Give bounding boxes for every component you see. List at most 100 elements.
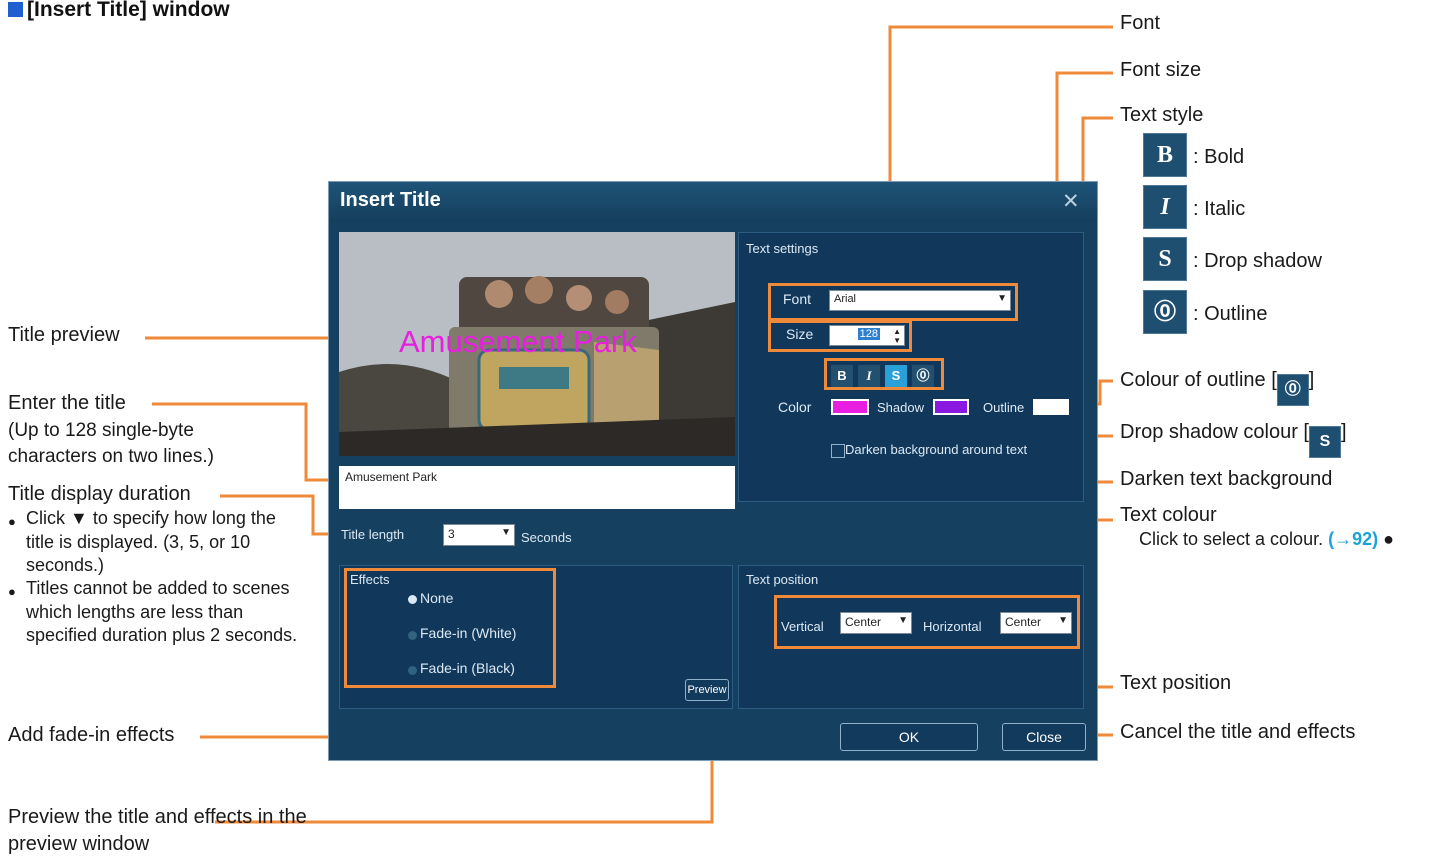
title-preview-image: Amusement Park [339, 232, 735, 456]
highlight-text-style [824, 358, 944, 390]
annotation-enter-title: Enter the title [8, 392, 126, 414]
ok-button[interactable]: OK [840, 723, 978, 751]
annotation-duration: Title display duration [8, 483, 191, 505]
legend-outline-label: : Outline [1193, 303, 1268, 325]
text-position-label: Text position [746, 572, 819, 587]
outline-colour-bracket: ] [1308, 369, 1315, 391]
shadow-colour-bracket: ] [1340, 421, 1347, 443]
outline-button[interactable]: ⓪ [912, 365, 934, 387]
text-color-swatch[interactable] [831, 399, 869, 415]
radio-none[interactable] [408, 595, 417, 604]
chevron-down-icon: ▼ [997, 293, 1007, 304]
annotation-outline-colour: Colour of outline [⓪] [1120, 369, 1314, 406]
horizontal-label: Horizontal [923, 619, 982, 634]
close-icon[interactable]: ✕ [1062, 190, 1080, 213]
text-position-panel: Text position Vertical Center ▼ Horizont… [738, 565, 1084, 709]
effect-none-label: None [420, 590, 454, 606]
drop-shadow-button[interactable]: S [885, 365, 907, 387]
annotation-font-size: Font size [1120, 59, 1202, 81]
title-length-dropdown[interactable]: 3 ▼ [443, 524, 515, 546]
annotation-text-colour: Text colour [1120, 504, 1217, 526]
radio-fade-black[interactable] [408, 666, 417, 675]
effect-fade-black-label: Fade-in (Black) [420, 660, 515, 676]
title-length-label: Title length [341, 527, 405, 542]
annotation-duration-bullet-2: Titles cannot be added to scenes which l… [8, 577, 311, 648]
darken-checkbox[interactable] [831, 444, 845, 458]
shadow-colour-text: Drop shadow colour [ [1120, 421, 1309, 443]
chevron-down-icon: ▼ [898, 615, 908, 626]
highlight-effects [344, 568, 556, 688]
size-value: 128 [857, 328, 880, 340]
outline-colour-text: Colour of outline [ [1120, 369, 1277, 391]
annotation-font: Font [1120, 12, 1161, 34]
callout-line-enter-title [152, 402, 340, 482]
highlight-size [768, 320, 912, 352]
bold-button[interactable]: B [831, 365, 853, 387]
font-label: Font [783, 291, 812, 307]
annotation-fade: Add fade-in effects [8, 724, 175, 746]
outline-legend-icon: ⓪ [1143, 290, 1187, 334]
italic-legend-icon: I [1143, 185, 1187, 229]
horizontal-value: Center [1005, 615, 1042, 629]
annotation-enter-title-note: (Up to 128 single-byte characters on two… [8, 420, 214, 467]
annotation-preview: Preview the title and effects in the pre… [8, 806, 307, 855]
drop-shadow-icon: S [1308, 426, 1341, 458]
outline-icon: ⓪ [1276, 374, 1309, 406]
font-value: Arial [834, 293, 857, 305]
annotation-duration-bullet-1: Click ▼ to specify how long the title is… [8, 507, 306, 578]
annotation-text-position: Text position [1120, 672, 1232, 694]
seconds-label: Seconds [521, 530, 572, 545]
legend-bold-label: : Bold [1193, 146, 1245, 168]
text-colour-note-text: Click to select a colour. [1139, 529, 1324, 549]
legend-italic-label: : Italic [1193, 198, 1246, 220]
drop-shadow-legend-icon: S [1143, 237, 1187, 281]
title-text-input[interactable]: Amusement Park [339, 466, 735, 509]
bold-legend-icon: B [1143, 133, 1187, 177]
size-label: Size [786, 326, 814, 342]
italic-button[interactable]: I [858, 365, 880, 387]
section-heading: [Insert Title] window [8, 0, 230, 22]
chevron-down-icon: ▼ [501, 527, 511, 538]
size-stepper[interactable]: 128 ▲▼ [829, 325, 905, 346]
effects-label: Effects [350, 572, 390, 587]
vertical-value: Center [845, 615, 882, 629]
annotation-title-preview: Title preview [8, 324, 120, 346]
annotation-cancel: Cancel the title and effects [1120, 721, 1356, 743]
shadow-label: Shadow [877, 400, 924, 415]
close-button[interactable]: Close [1002, 723, 1086, 751]
text-settings-label: Text settings [746, 241, 819, 256]
callout-line-duration [220, 494, 340, 536]
annotation-darken: Darken text background [1120, 468, 1333, 490]
text-settings-panel: Text settings Font Arial ▼ Size 128 ▲▼ B… [738, 232, 1084, 502]
stepper-arrows-icon[interactable]: ▲▼ [893, 327, 901, 345]
font-dropdown[interactable]: Arial ▼ [829, 290, 1011, 311]
darken-label: Darken background around text [845, 442, 1028, 457]
radio-fade-white[interactable] [408, 631, 417, 640]
legend-shadow-label: : Drop shadow [1193, 250, 1322, 272]
preview-button[interactable]: Preview [685, 679, 729, 701]
bullet-icon: ● [1383, 529, 1394, 549]
square-bullet-icon [8, 2, 23, 17]
preview-title-overlay: Amusement Park [399, 324, 637, 359]
horizontal-dropdown[interactable]: Center ▼ [1000, 612, 1072, 634]
vertical-dropdown[interactable]: Center ▼ [840, 612, 912, 634]
vertical-label: Vertical [781, 619, 824, 634]
annotation-text-colour-note: Click to select a colour. (→92) ● [1139, 528, 1394, 552]
title-length-value: 3 [448, 527, 455, 541]
dialog-titlebar: Insert Title ✕ [329, 182, 1097, 222]
annotation-text-style: Text style [1120, 104, 1204, 126]
outline-color-swatch[interactable] [1033, 399, 1069, 415]
dialog-title: Insert Title [340, 189, 441, 211]
effect-fade-white-label: Fade-in (White) [420, 625, 517, 641]
highlight-font [768, 283, 1018, 321]
shadow-color-swatch[interactable] [933, 399, 969, 415]
chevron-down-icon: ▼ [1058, 615, 1068, 626]
section-heading-text: [Insert Title] window [27, 0, 230, 21]
outline-label: Outline [983, 400, 1025, 415]
highlight-text-position [774, 595, 1080, 649]
page-reference-link[interactable]: (→92) [1328, 529, 1379, 549]
annotation-shadow-colour: Drop shadow colour [S] [1120, 421, 1347, 458]
amusement-ride-photo [339, 232, 735, 456]
color-label: Color [778, 399, 812, 415]
insert-title-dialog: Insert Title ✕ Amusement Park Amusement … [328, 181, 1098, 761]
